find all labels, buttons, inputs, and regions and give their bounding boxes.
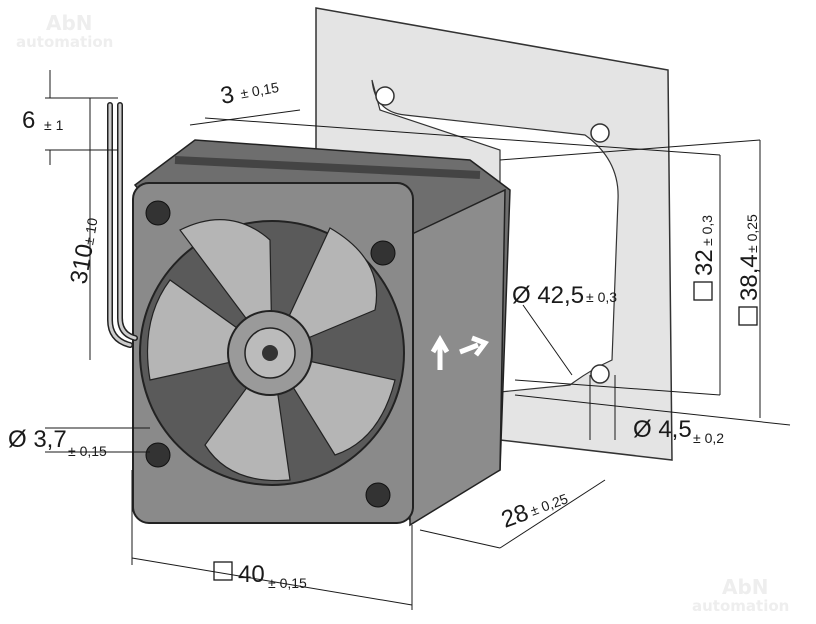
dimension-lines: [45, 70, 791, 610]
svg-text:6: 6: [22, 107, 35, 134]
rotation-arrow-icon: [459, 335, 489, 357]
svg-text:± 10: ± 10: [80, 216, 101, 246]
gasket-hole: [590, 123, 610, 143]
svg-text:± 0,15: ± 0,15: [68, 443, 107, 459]
svg-text:310: 310: [65, 242, 99, 286]
dim-gasket-hole: Ø 4,5 ± 0,2: [633, 416, 724, 446]
svg-text:Ø 42,5: Ø 42,5: [512, 282, 584, 309]
fan-side: [409, 188, 506, 527]
svg-text:AbN: AbN: [722, 575, 769, 599]
svg-text:± 0,2: ± 0,2: [693, 430, 724, 446]
lead-wires: [107, 102, 138, 348]
svg-text:± 0,15: ± 0,15: [268, 575, 307, 591]
svg-text:Ø 3,7: Ø 3,7: [8, 426, 67, 453]
dim-frame-size: 40 ± 0,15: [213, 561, 307, 591]
watermark-top-left: AbN automation: [16, 11, 113, 51]
svg-text:32: 32: [691, 249, 718, 276]
gasket-hole: [590, 364, 610, 384]
mount-hole: [145, 442, 171, 468]
watermark-bottom-right: AbN automation: [692, 575, 789, 615]
dim-bore-diameter: Ø 42,5 ± 0,3: [512, 282, 617, 309]
svg-text:± 0,15: ± 0,15: [239, 79, 280, 102]
airflow-arrow-icon: [430, 335, 450, 370]
svg-text:± 0,25: ± 0,25: [744, 214, 760, 253]
svg-text:AbN: AbN: [46, 11, 93, 35]
dim-hole-pitch: 32 ± 0,3: [691, 215, 718, 301]
fan: [132, 139, 511, 527]
dim-lead-length: 310 ± 10: [65, 216, 101, 286]
svg-text:40: 40: [238, 561, 265, 588]
dim-gasket-thickness: 3 ± 0,15: [218, 79, 280, 110]
svg-text:automation: automation: [16, 33, 113, 51]
svg-text:± 0,25: ± 0,25: [528, 490, 570, 518]
dim-lead-stripped: 6 ± 1: [22, 107, 64, 134]
svg-text:± 0,3: ± 0,3: [586, 289, 617, 305]
svg-text:± 1: ± 1: [44, 117, 64, 133]
svg-text:28: 28: [498, 499, 532, 534]
dim-gasket-size: 38,4 ± 0,25: [736, 214, 763, 326]
svg-text:Ø 4,5: Ø 4,5: [633, 416, 692, 443]
svg-text:3: 3: [218, 81, 236, 110]
dim-mount-hole: Ø 3,7 ± 0,15: [8, 426, 107, 459]
mount-hole: [370, 240, 396, 266]
svg-text:± 0,3: ± 0,3: [699, 215, 715, 246]
mount-hole: [365, 482, 391, 508]
svg-text:38,4: 38,4: [736, 254, 763, 301]
mount-hole: [145, 200, 171, 226]
svg-text:automation: automation: [692, 597, 789, 615]
gasket-hole: [375, 86, 395, 106]
